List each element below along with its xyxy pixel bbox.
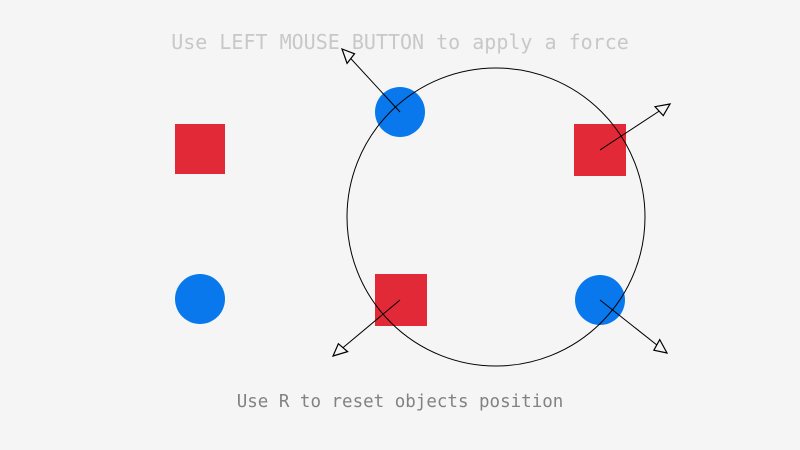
force-arrows-layer: [331, 47, 672, 357]
boundary-circle: [346, 67, 646, 367]
instruction-apply-force: Use LEFT MOUSE BUTTON to apply a force: [171, 30, 629, 54]
instruction-reset: Use R to reset objects position: [236, 392, 564, 412]
force-arrow-bottom-right-circle: [599, 299, 669, 354]
force-arrow-top-circle: [341, 47, 401, 113]
force-arrow-bottom-square: [331, 299, 401, 357]
bodies-layer: [175, 87, 626, 326]
red-square-bottom-center[interactable]: [375, 274, 427, 326]
blue-circle-left[interactable]: [175, 274, 225, 324]
red-square-left[interactable]: [175, 124, 225, 174]
force-arrow-right-square: [599, 103, 672, 151]
